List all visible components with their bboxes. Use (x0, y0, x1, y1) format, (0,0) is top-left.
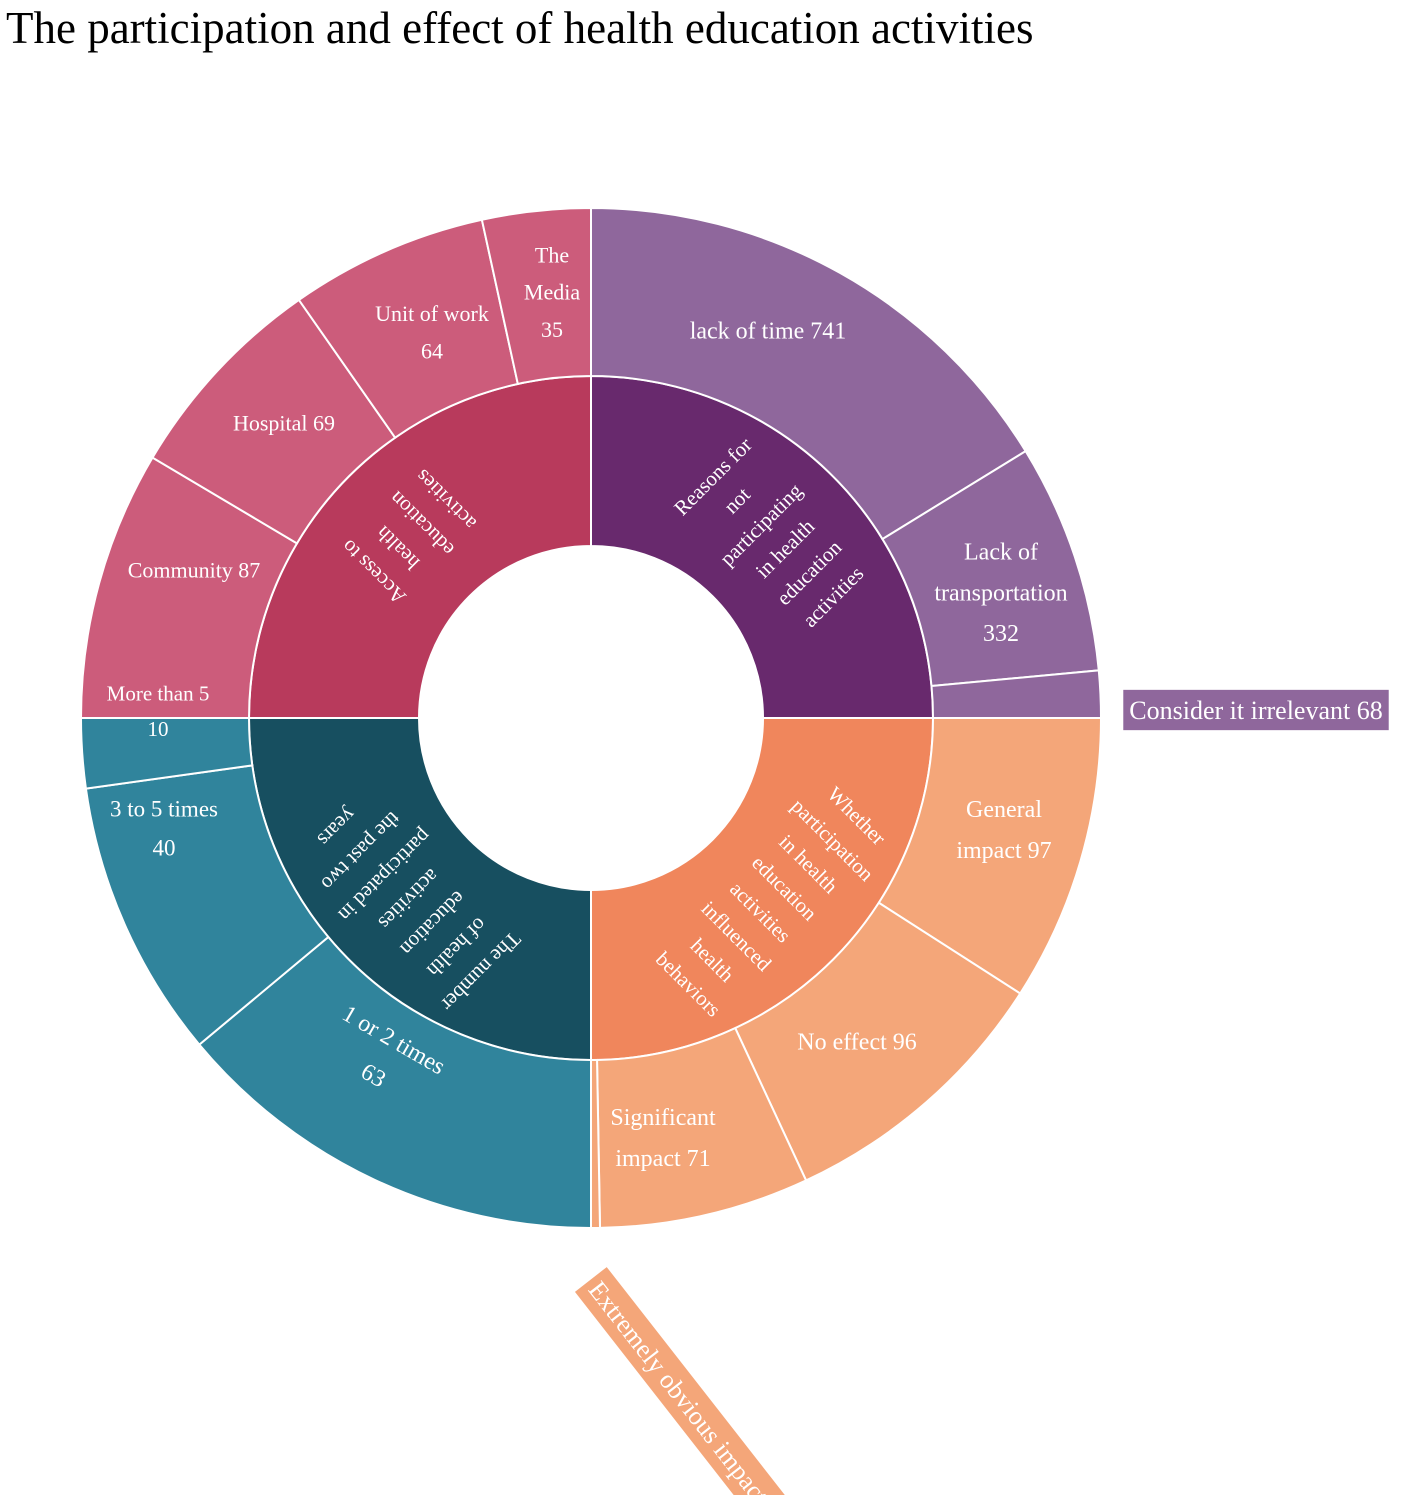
outer-label-lack-of-time: lack of time 741 (690, 318, 847, 344)
callout-consider-it-irrelevant: Consider it irrelevant 68 (1123, 689, 1389, 731)
outer-segment-lack-of-time (590, 206, 1027, 541)
callout-label-consider-it-irrelevant: Consider it irrelevant 68 (1129, 696, 1382, 725)
outer-label-no-effect: No effect 96 (797, 1029, 917, 1055)
outer-label-hospital: Hospital 69 (233, 411, 335, 436)
inner-label-whether-participation-in-health-education-activities-influenced-health-behaviors: Whetherparticipationin healtheducationac… (642, 770, 903, 1031)
chart-title: The participation and effect of health e… (6, 3, 1034, 53)
outer-segment-the-media (480, 206, 592, 386)
callout-extremely-obvious-impact: Extremely obvious impact 3 (574, 1267, 796, 1495)
outer-label-community: Community 87 (128, 558, 261, 583)
callout-box-extremely-obvious-impact (574, 1267, 796, 1495)
callout-box-consider-it-irrelevant (1123, 689, 1389, 731)
